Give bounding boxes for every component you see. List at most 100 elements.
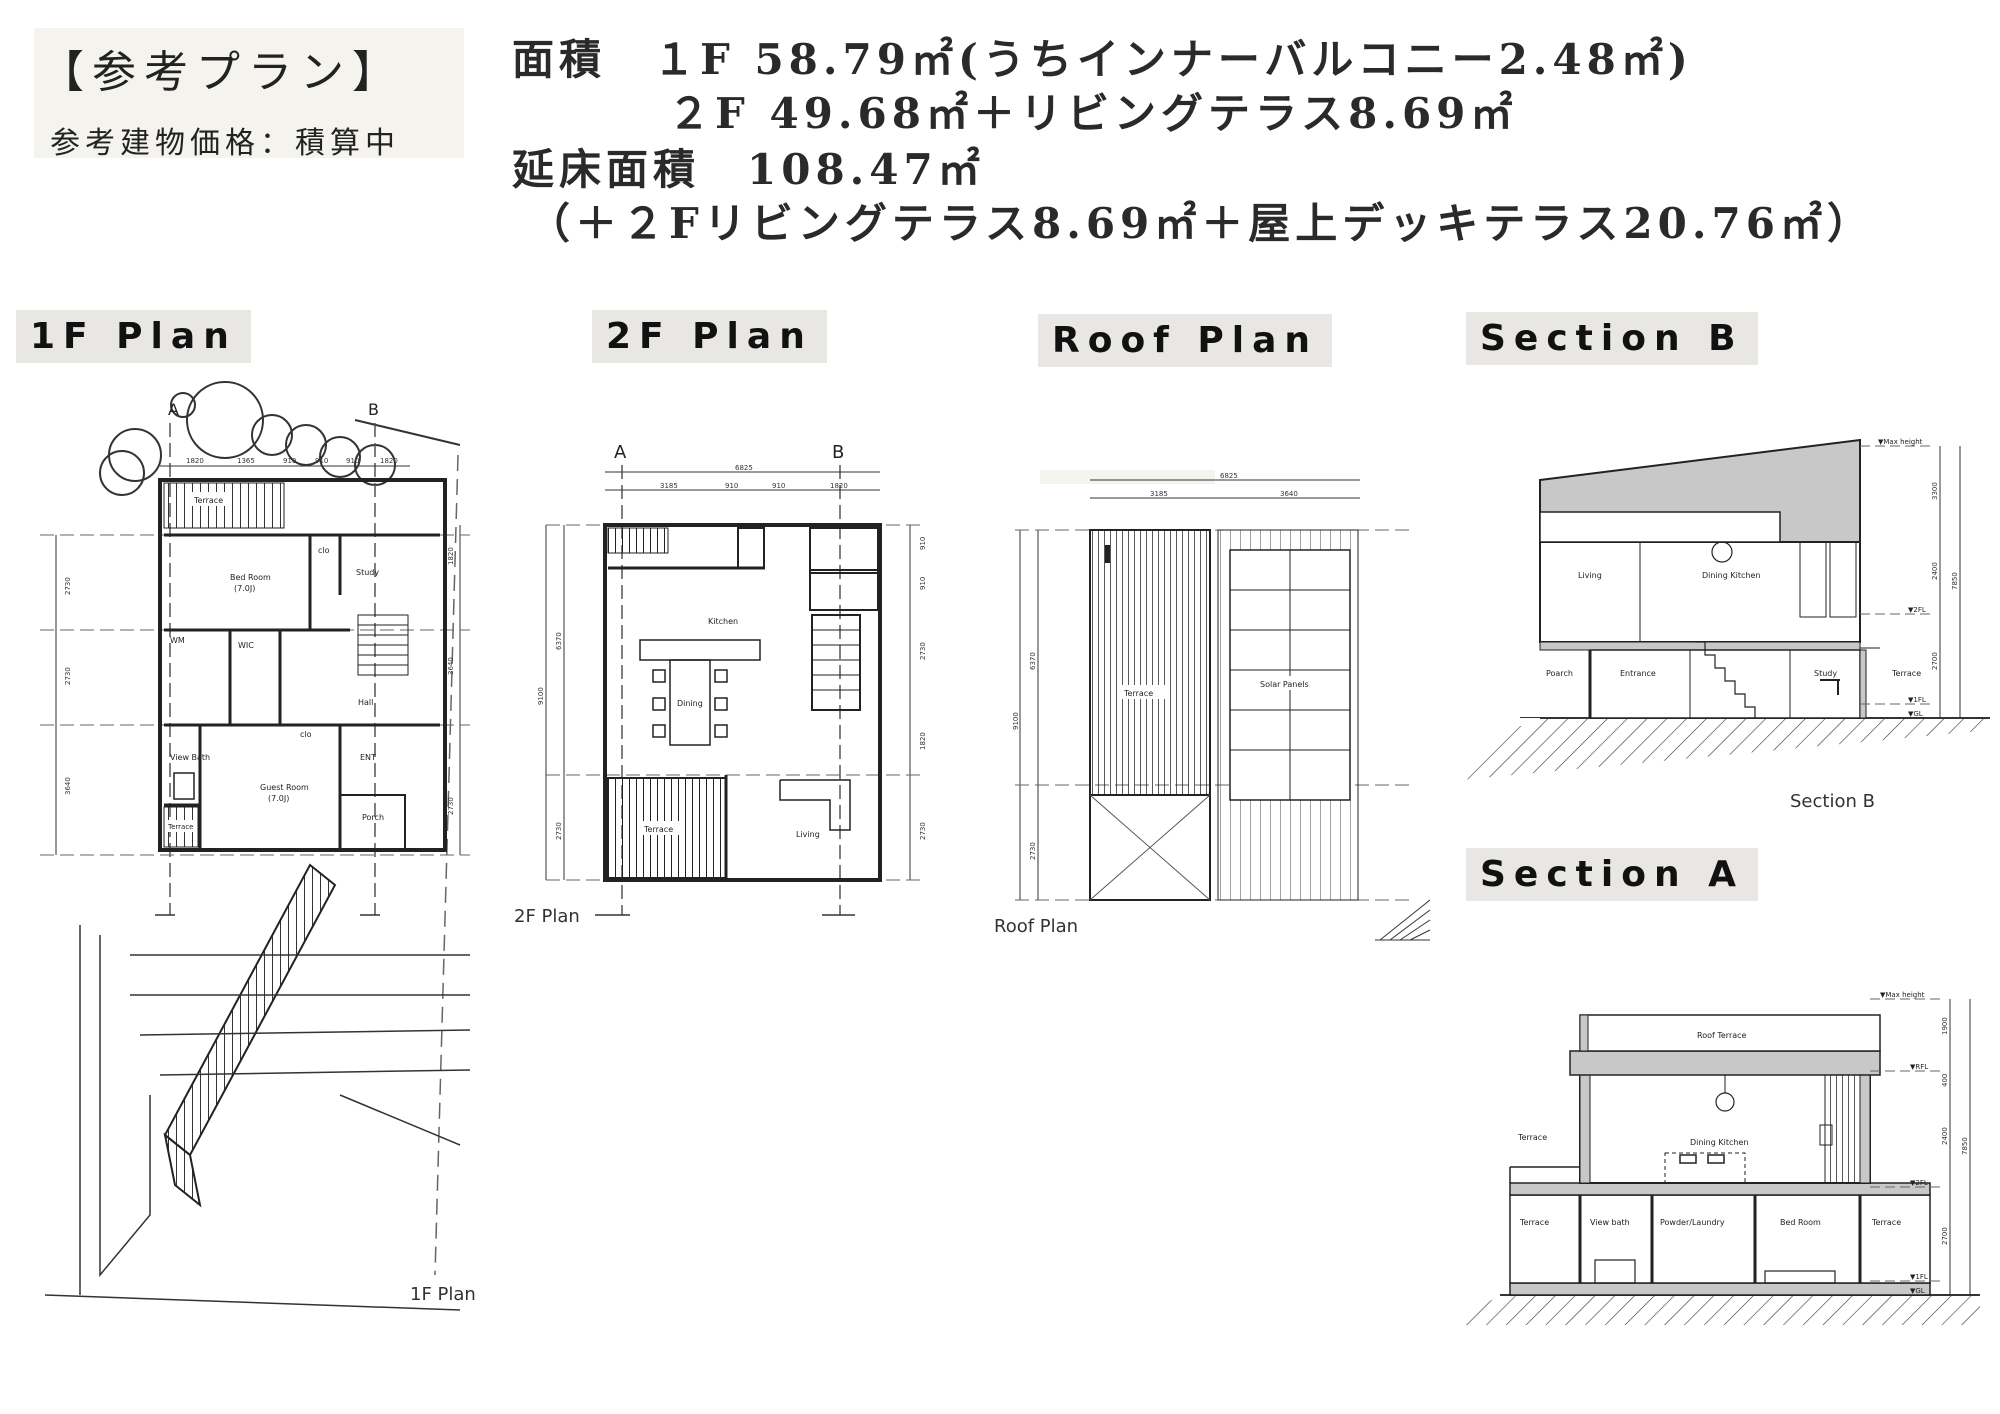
- tree-icon: [319, 436, 361, 478]
- svg-text:▼1FL: ▼1FL: [1910, 1273, 1928, 1281]
- svg-text:2730: 2730: [447, 797, 455, 815]
- price-label: 参考建物価格：積算中: [50, 126, 400, 161]
- svg-text:910: 910: [919, 537, 927, 550]
- svg-text:3300: 3300: [1931, 482, 1939, 500]
- svg-text:1820: 1820: [830, 482, 848, 490]
- svg-text:2400: 2400: [1931, 562, 1939, 580]
- svg-text:1820: 1820: [380, 457, 398, 465]
- svg-text:3185: 3185: [1150, 490, 1168, 498]
- svg-text:6370: 6370: [555, 632, 563, 650]
- svg-text:910: 910: [919, 577, 927, 590]
- section-a-drawing: Roof Terrace Terrace Dining Kitchen Terr…: [1450, 991, 1980, 1325]
- svg-text:Bed Room: Bed Room: [1780, 1218, 1821, 1227]
- roof-plan-drawing: 6825 3185 3640 9100 6370 2730 Terrace So…: [994, 470, 1431, 941]
- section-mark-b: B: [832, 442, 844, 463]
- svg-text:Solar Panels: Solar Panels: [1260, 680, 1309, 689]
- svg-text:400: 400: [1941, 1074, 1949, 1087]
- svg-text:Terrace: Terrace: [1871, 1218, 1901, 1227]
- svg-text:Living: Living: [1578, 571, 1602, 580]
- svg-text:2700: 2700: [1931, 652, 1939, 670]
- svg-text:2700: 2700: [1941, 1227, 1949, 1245]
- tree-icon: [170, 392, 196, 418]
- plan-1f-caption: 1F Plan: [410, 1284, 476, 1305]
- section-b-caption: Section B: [1790, 791, 1875, 812]
- svg-text:Roof Terrace: Roof Terrace: [1697, 1031, 1747, 1040]
- svg-text:▼GL: ▼GL: [1908, 710, 1923, 718]
- svg-text:2400: 2400: [1941, 1127, 1949, 1145]
- section-b-drawing: Living Dining Kitchen Poarch Entrance St…: [1460, 438, 1990, 812]
- svg-text:▼Max height: ▼Max height: [1880, 991, 1925, 999]
- svg-text:Terrace: Terrace: [1891, 669, 1921, 678]
- svg-text:2730: 2730: [1029, 842, 1037, 860]
- svg-text:2730: 2730: [64, 667, 72, 685]
- svg-text:Porch: Porch: [362, 813, 384, 822]
- svg-text:2730: 2730: [64, 577, 72, 595]
- svg-text:▼2FL: ▼2FL: [1910, 1179, 1928, 1187]
- svg-text:clo: clo: [318, 546, 330, 555]
- svg-text:9100: 9100: [1012, 712, 1020, 730]
- svg-text:2730: 2730: [555, 822, 563, 840]
- svg-text:Terrace: Terrace: [643, 825, 673, 834]
- svg-text:7850: 7850: [1951, 572, 1959, 590]
- svg-text:Dining Kitchen: Dining Kitchen: [1690, 1138, 1748, 1147]
- svg-text:(7.0J): (7.0J): [234, 584, 255, 593]
- svg-text:View Bath: View Bath: [170, 753, 210, 762]
- svg-text:Terrace: Terrace: [1123, 689, 1153, 698]
- header-panel: [34, 28, 464, 158]
- svg-text:Dining Kitchen: Dining Kitchen: [1702, 571, 1760, 580]
- svg-text:3640: 3640: [1280, 490, 1298, 498]
- svg-text:2730: 2730: [919, 642, 927, 660]
- svg-text:6825: 6825: [735, 464, 753, 472]
- tree-icon: [285, 424, 327, 466]
- area-line-1: 面積 １F 58.79㎡(うちインナーバルコニー2.48㎡): [512, 35, 1693, 84]
- svg-text:ENT: ENT: [360, 753, 376, 762]
- svg-text:2730: 2730: [919, 822, 927, 840]
- svg-text:clo: clo: [300, 730, 312, 739]
- svg-text:Living: Living: [796, 830, 820, 839]
- svg-text:3185: 3185: [660, 482, 678, 490]
- svg-text:1820: 1820: [919, 732, 927, 750]
- svg-text:910: 910: [772, 482, 785, 490]
- svg-text:910: 910: [725, 482, 738, 490]
- section-mark-b: B: [368, 400, 379, 419]
- svg-text:Powder/Laundry: Powder/Laundry: [1660, 1218, 1725, 1227]
- svg-text:▼2FL: ▼2FL: [1908, 606, 1926, 614]
- svg-text:View bath: View bath: [1590, 1218, 1630, 1227]
- svg-text:Dining: Dining: [677, 699, 703, 708]
- plan-2f-caption: 2F Plan: [514, 906, 580, 927]
- svg-text:▼GL: ▼GL: [1910, 1287, 1925, 1295]
- svg-text:910: 910: [283, 457, 296, 465]
- svg-text:Hall: Hall: [358, 698, 373, 707]
- svg-text:1820: 1820: [186, 457, 204, 465]
- svg-text:6825: 6825: [1220, 472, 1238, 480]
- tag-section-a: Section A: [1466, 848, 1758, 901]
- tree-icon: [251, 414, 293, 456]
- svg-text:▼1FL: ▼1FL: [1908, 696, 1926, 704]
- plan-1f-drawing: A B 1820 1365 910 910 910 1820 2730 2730…: [40, 381, 476, 1311]
- svg-text:7850: 7850: [1961, 1137, 1969, 1155]
- roof-plan-caption: Roof Plan: [994, 916, 1078, 937]
- svg-text:9100: 9100: [537, 687, 545, 705]
- svg-text:Terrace: Terrace: [1519, 1218, 1549, 1227]
- svg-text:3640: 3640: [447, 657, 455, 675]
- svg-text:Study: Study: [1814, 669, 1837, 678]
- svg-text:Kitchen: Kitchen: [708, 617, 738, 626]
- tag-1f-plan: 1F Plan: [16, 310, 251, 363]
- tree-icon: [186, 381, 264, 459]
- svg-text:Guest Room: Guest Room: [260, 783, 309, 792]
- svg-text:Study: Study: [356, 568, 379, 577]
- svg-text:Terrace: Terrace: [1517, 1133, 1547, 1142]
- svg-text:1900: 1900: [1941, 1017, 1949, 1035]
- svg-text:Bed Room: Bed Room: [230, 573, 271, 582]
- tree-icon: [99, 450, 145, 496]
- svg-text:Entrance: Entrance: [1620, 669, 1656, 678]
- plan-title: 【参考プラン】: [40, 47, 404, 98]
- svg-text:Terrace: Terrace: [193, 496, 223, 505]
- section-mark-a: A: [614, 442, 627, 463]
- area-line-2: ２F 49.68㎡＋リビングテラス8.69㎡: [668, 89, 1518, 138]
- svg-text:WM: WM: [170, 636, 185, 645]
- tag-section-b: Section B: [1466, 312, 1758, 365]
- svg-text:▼Max height: ▼Max height: [1878, 438, 1923, 446]
- svg-text:WIC: WIC: [238, 641, 254, 650]
- svg-text:Terrace: Terrace: [167, 823, 193, 831]
